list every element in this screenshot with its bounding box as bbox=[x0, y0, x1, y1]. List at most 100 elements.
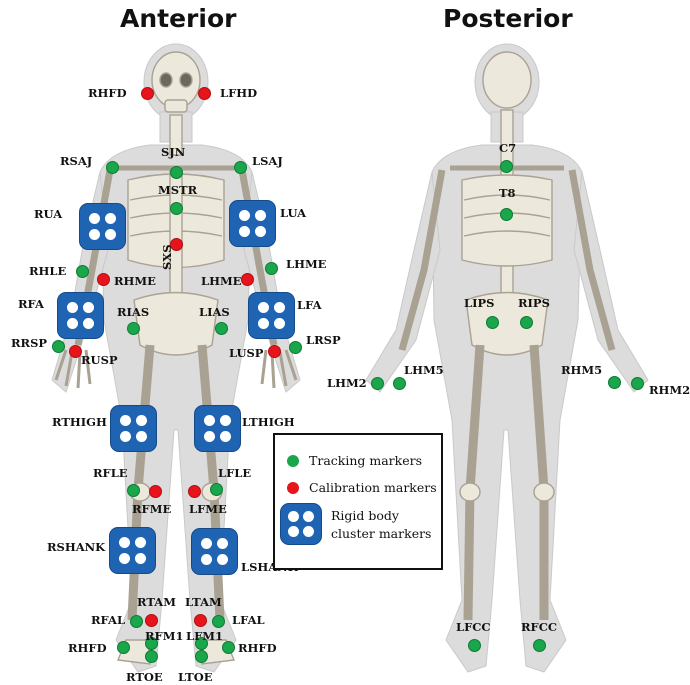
label-rfal: RFAL bbox=[91, 614, 125, 626]
legend-tracking-swatch bbox=[287, 455, 299, 467]
label-rtoe: RTOE bbox=[126, 671, 163, 683]
label-lhm2: LHM2 bbox=[327, 377, 367, 389]
label-lfm1: LFM1 bbox=[186, 630, 223, 642]
legend-cluster-label-line1: Rigid body bbox=[331, 508, 399, 523]
label-lusp: LUSP bbox=[229, 347, 263, 359]
marker-rhfd-head bbox=[141, 87, 154, 100]
label-rhm5: RHM5 bbox=[561, 364, 602, 376]
marker-sjn bbox=[170, 166, 183, 179]
marker-lfal bbox=[212, 615, 225, 628]
label-rfme: RFME bbox=[132, 503, 171, 515]
legend-tracking-label: Tracking markers bbox=[309, 453, 422, 468]
legend-cluster-label-line2: cluster markers bbox=[331, 526, 431, 541]
label-lfcc: LFCC bbox=[456, 621, 491, 633]
cluster-lthigh bbox=[194, 405, 241, 452]
marker-rips bbox=[520, 316, 533, 329]
label-rusp: RUSP bbox=[81, 354, 118, 366]
marker-lhm2 bbox=[371, 377, 384, 390]
legend-calibration-label: Calibration markers bbox=[309, 480, 437, 495]
marker-lrsp bbox=[289, 341, 302, 354]
marker-lfme bbox=[188, 485, 201, 498]
marker-rrsp bbox=[52, 340, 65, 353]
marker-lfle bbox=[210, 483, 223, 496]
label-rhle: RHLE bbox=[29, 265, 66, 277]
marker-rhfd-foot bbox=[117, 641, 130, 654]
marker-rhm2 bbox=[631, 377, 644, 390]
posterior-title: Posterior bbox=[443, 4, 573, 33]
label-rtam: RTAM bbox=[137, 596, 176, 608]
marker-lhm5 bbox=[393, 377, 406, 390]
cluster-rfa bbox=[57, 292, 104, 339]
marker-rtoe bbox=[145, 650, 158, 663]
label-rhme: RHME bbox=[114, 275, 156, 287]
label-rhfd-head: RHFD bbox=[88, 87, 127, 99]
label-rthigh: RTHIGH bbox=[52, 416, 107, 428]
label-rfcc: RFCC bbox=[521, 621, 557, 633]
label-lfa: LFA bbox=[297, 299, 322, 311]
marker-rfal bbox=[130, 615, 143, 628]
label-lfme: LFME bbox=[189, 503, 227, 515]
label-t8: T8 bbox=[499, 187, 516, 199]
marker-lfcc bbox=[468, 639, 481, 652]
label-ltoe: LTOE bbox=[178, 671, 213, 683]
label-rhm2: RHM2 bbox=[649, 384, 690, 396]
label-rfa: RFA bbox=[18, 298, 44, 310]
marker-lsaj bbox=[234, 161, 247, 174]
cluster-lua bbox=[229, 200, 276, 247]
label-c7: C7 bbox=[499, 142, 516, 154]
marker-t8 bbox=[500, 208, 513, 221]
marker-ltam bbox=[194, 614, 207, 627]
label-lsaj: LSAJ bbox=[252, 155, 283, 167]
cluster-rua bbox=[79, 203, 126, 250]
cluster-rshank bbox=[109, 527, 156, 574]
label-ltam: LTAM bbox=[185, 596, 222, 608]
label-lfhd: LFHD bbox=[220, 87, 257, 99]
label-rrsp: RRSP bbox=[11, 337, 47, 349]
marker-lusp bbox=[268, 345, 281, 358]
label-lhm5: LHM5 bbox=[404, 364, 444, 376]
label-rias: RIAS bbox=[117, 306, 149, 318]
label-rfle: RFLE bbox=[93, 467, 128, 479]
label-rshank: RSHANK bbox=[47, 541, 105, 553]
marker-lhme bbox=[241, 273, 254, 286]
legend-cluster-swatch bbox=[280, 503, 322, 545]
label-lhme-lateral: LHME bbox=[286, 258, 326, 270]
marker-rtam bbox=[145, 614, 158, 627]
label-lfle: LFLE bbox=[218, 467, 251, 479]
marker-rfme bbox=[149, 485, 162, 498]
anterior-title: Anterior bbox=[120, 4, 236, 33]
marker-rhm5 bbox=[608, 376, 621, 389]
marker-mstr bbox=[170, 202, 183, 215]
marker-lhme-lateral bbox=[265, 262, 278, 275]
legend-calibration-swatch bbox=[287, 482, 299, 494]
marker-rhme bbox=[97, 273, 110, 286]
cluster-rthigh bbox=[110, 405, 157, 452]
marker-lips bbox=[486, 316, 499, 329]
label-rsaj: RSAJ bbox=[60, 155, 92, 167]
label-lips: LIPS bbox=[464, 297, 494, 309]
label-mstr: MSTR bbox=[158, 184, 197, 196]
label-rips: RIPS bbox=[518, 297, 550, 309]
marker-rhfd-foot-left bbox=[222, 641, 235, 654]
marker-lias bbox=[215, 322, 228, 335]
label-sjn: SJN bbox=[161, 146, 185, 158]
label-lias: LIAS bbox=[199, 306, 230, 318]
label-lfal: LFAL bbox=[232, 614, 265, 626]
marker-lfhd bbox=[198, 87, 211, 100]
label-lua: LUA bbox=[280, 207, 306, 219]
label-rhfd-foot-left: RHFD bbox=[238, 642, 277, 654]
label-lhme: LHME bbox=[201, 275, 241, 287]
label-rhfd-foot: RHFD bbox=[68, 642, 107, 654]
marker-rsaj bbox=[106, 161, 119, 174]
legend: Tracking markers Calibration markers Rig… bbox=[273, 433, 443, 570]
label-lrsp: LRSP bbox=[306, 334, 341, 346]
marker-rias bbox=[127, 322, 140, 335]
marker-rfcc bbox=[533, 639, 546, 652]
label-lthigh: LTHIGH bbox=[242, 416, 295, 428]
cluster-lfa bbox=[248, 292, 295, 339]
label-sxs: SXS bbox=[161, 244, 173, 270]
marker-c7 bbox=[500, 160, 513, 173]
marker-rhle bbox=[76, 265, 89, 278]
